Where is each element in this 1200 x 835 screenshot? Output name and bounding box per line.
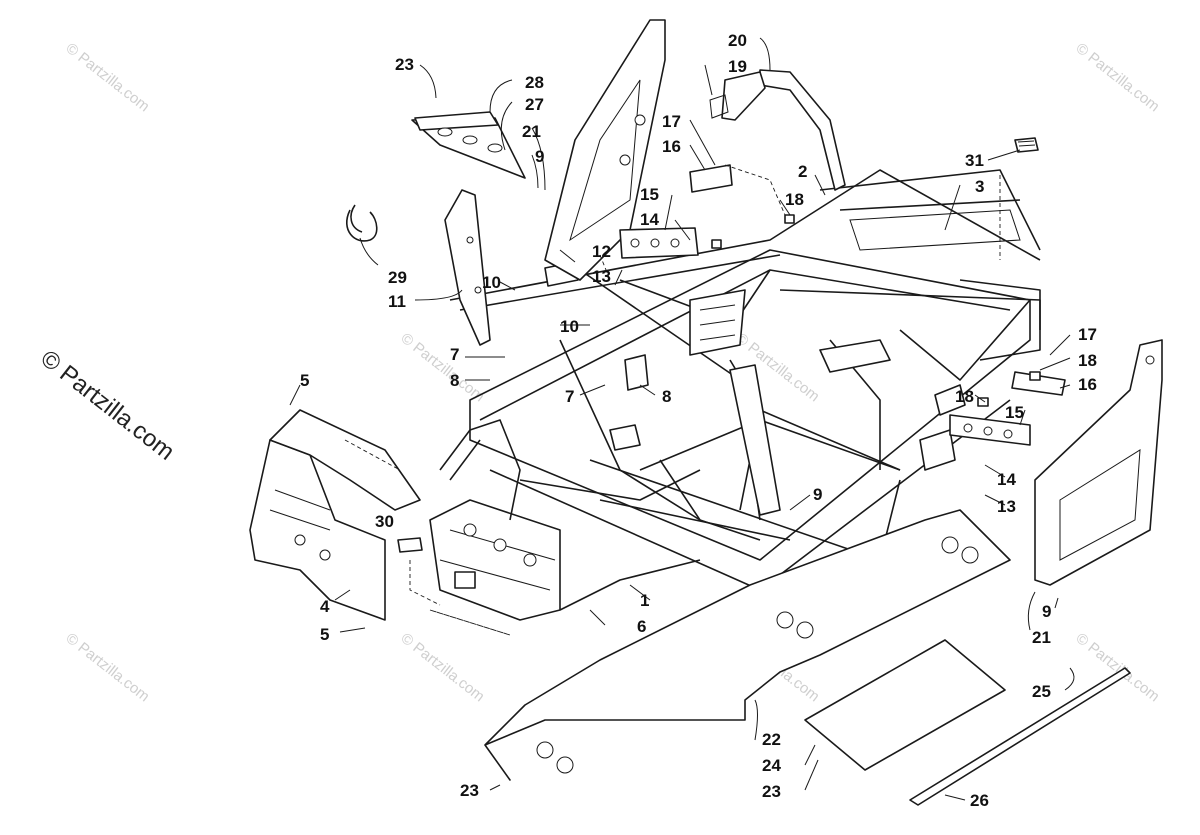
callout-29: 29	[388, 268, 407, 287]
callout-18-right: 18	[1078, 351, 1097, 370]
callout-18-upper: 18	[785, 190, 804, 209]
callout-9-center: 9	[813, 485, 822, 504]
callout-9-upper: 9	[535, 147, 544, 166]
callout-14-left: 14	[640, 210, 659, 229]
watermark: © Partzilla.com	[63, 630, 153, 706]
right-hinge-brackets	[949, 371, 1066, 446]
callout-13-left: 13	[592, 267, 611, 286]
callout-13-right: 13	[997, 497, 1016, 516]
watermark: © Partzilla.com	[1073, 40, 1163, 116]
callout-7-left: 7	[450, 345, 459, 364]
watermark: © Partzilla.com	[63, 40, 153, 116]
upper-panel-bracket	[411, 111, 526, 179]
callout-23-lower-center: 23	[762, 782, 781, 801]
callout-11: 11	[388, 292, 406, 311]
callout-10-lower: 10	[560, 317, 579, 336]
grab-handle	[709, 69, 846, 191]
callout-9-right: 9	[1042, 602, 1051, 621]
callout-5-upper: 5	[300, 371, 309, 390]
callout-10-upper: 10	[482, 273, 501, 292]
watermark: © Partzilla.com	[398, 630, 488, 706]
callout-21-upper: 21	[522, 122, 541, 141]
callout-25: 25	[1032, 682, 1051, 701]
callout-27: 27	[525, 95, 544, 114]
callout-15-right: 15	[1005, 403, 1024, 422]
main-frame	[429, 169, 1041, 621]
left-side-panel	[544, 19, 666, 281]
callout-14-right: 14	[997, 470, 1016, 489]
right-side-panel	[1034, 339, 1163, 586]
callout-22: 22	[762, 730, 781, 749]
callout-28: 28	[525, 73, 544, 92]
callout-20: 20	[728, 31, 747, 50]
callout-24: 24	[762, 756, 781, 775]
callout-12: 12	[592, 242, 611, 261]
decal-lower	[397, 537, 423, 553]
callout-26: 26	[970, 791, 989, 810]
callout-23-lower-left: 23	[460, 781, 479, 800]
leader-lines	[289, 37, 1075, 801]
trim-strip	[909, 667, 1131, 806]
callout-2: 2	[798, 162, 807, 181]
callout-8-left: 8	[450, 371, 459, 390]
watermark: © Partzilla.com	[398, 330, 488, 406]
callout-23-upper: 23	[395, 55, 414, 74]
callout-8-center: 8	[662, 387, 671, 406]
hose-clamp	[345, 204, 378, 242]
callout-17-left: 17	[662, 112, 681, 131]
callout-4: 4	[320, 597, 330, 616]
front-bracket	[249, 409, 421, 621]
callout-16-left: 16	[662, 137, 681, 156]
callout-3: 3	[975, 177, 984, 196]
callout-30: 30	[375, 512, 394, 531]
callout-19: 19	[728, 57, 747, 76]
floor-panel	[804, 639, 1006, 771]
callout-21-lower: 21	[1032, 628, 1051, 647]
callout-1: 1	[640, 591, 649, 610]
callout-31: 31	[965, 151, 984, 170]
callout-labels: 1 2 3 4 5 5 6 7 7 8 8 9 9 9 10 10 11 12 …	[300, 31, 1097, 810]
callout-15-left: 15	[640, 185, 659, 204]
skid-plate	[484, 509, 1011, 781]
callout-7-center: 7	[565, 387, 574, 406]
callout-17-right: 17	[1078, 325, 1097, 344]
decal-upper	[1014, 137, 1039, 153]
left-upright-bracket	[444, 189, 491, 346]
callout-6: 6	[637, 617, 646, 636]
callout-5-lower: 5	[320, 625, 329, 644]
callout-16-right: 16	[1078, 375, 1097, 394]
callout-18-lower: 18	[955, 387, 974, 406]
